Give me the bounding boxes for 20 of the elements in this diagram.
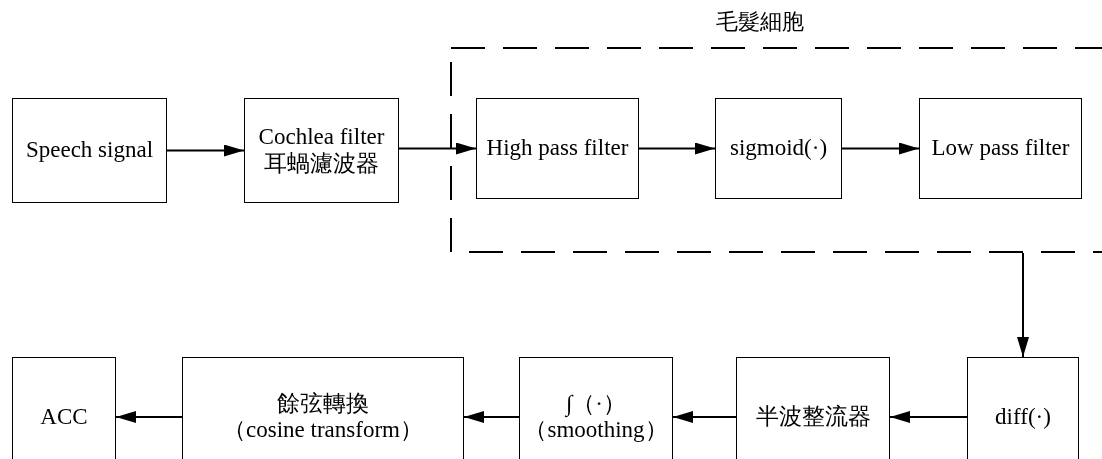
- group-title: 毛髮細胞: [715, 8, 805, 36]
- filter-box: Low pass filter: [919, 98, 1082, 199]
- process-box: ∫（·） （smoothing）: [519, 357, 673, 459]
- process-box: sigmoid(·): [715, 98, 842, 199]
- arrow: [672, 411, 737, 423]
- filter-box: High pass filter: [476, 98, 639, 199]
- filter-box: Cochlea filter 耳蝸濾波器: [244, 98, 399, 203]
- process-box: 半波整流器: [736, 357, 890, 459]
- process-box: Speech signal: [12, 98, 167, 203]
- arrow: [463, 411, 520, 423]
- process-box: diff(·): [967, 357, 1079, 459]
- arrow: [841, 142, 920, 155]
- arrow: [115, 411, 183, 423]
- arrow: [166, 144, 245, 157]
- process-box: 餘弦轉換 （cosine transform）: [182, 357, 464, 459]
- arrow: [1017, 252, 1029, 358]
- output-box: ACC: [12, 357, 116, 459]
- arrow: [889, 411, 968, 423]
- arrow: [398, 142, 477, 155]
- arrow: [638, 142, 716, 155]
